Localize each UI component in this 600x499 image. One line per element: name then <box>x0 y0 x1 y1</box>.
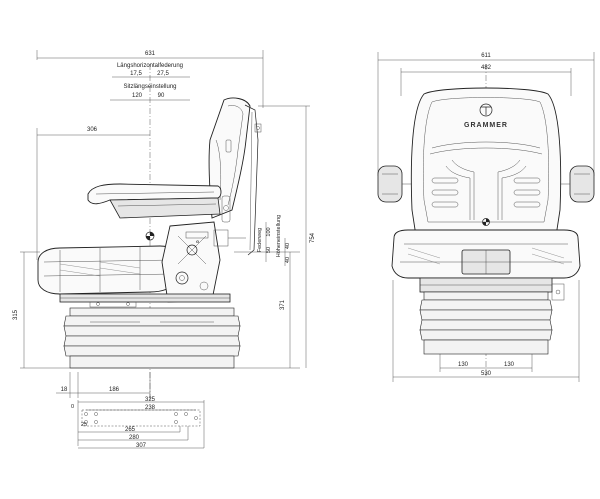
dimension-horizontal-suspension: Längshorizontalfederung 17,5 27,5 <box>112 63 190 78</box>
label-suspension-travel-b: 50 <box>266 247 272 253</box>
backrest-front: GRAMMER <box>410 87 562 237</box>
dimension-half-widths: 130 130 <box>439 354 533 372</box>
label-fore-aft-right: 90 <box>158 93 165 99</box>
dimension-base-width: 530 <box>392 280 580 382</box>
mounting-pattern: 325 238 0 25 265 280 307 <box>71 397 205 449</box>
dimension-overall-width-side: 631 <box>36 50 264 108</box>
label-backrest-width: 482 <box>481 65 492 71</box>
dimension-height-adjustment: Höheneinstellung 40 40 <box>276 215 291 266</box>
backrest-side <box>208 97 262 256</box>
label-bottom-width: 186 <box>109 387 120 393</box>
label-mount-0: 0 <box>71 404 74 410</box>
label-fore-aft-left: 120 <box>132 93 143 99</box>
seat-cushion-side <box>37 245 179 295</box>
label-backrest-offset: 306 <box>87 127 98 133</box>
dimension-seat-height: 371 <box>240 252 300 369</box>
seat-rail-side <box>59 293 231 308</box>
dimension-backrest-offset: 306 <box>36 127 150 260</box>
grammer-logo: GRAMMER <box>464 103 508 129</box>
label-bottom-offset: 18 <box>61 387 68 393</box>
label-mount-325: 325 <box>145 397 156 403</box>
label-base-height: 315 <box>13 309 19 320</box>
label-front-overall-width: 611 <box>481 53 491 59</box>
label-base-width: 530 <box>481 371 492 377</box>
side-view: 631 Längshorizontalfederung 17,5 27,5 Si… <box>13 50 316 400</box>
suspension-mechanism-side: G <box>161 221 246 303</box>
label-height-adjustment-b: 40 <box>285 257 291 263</box>
armrest-side <box>87 183 231 223</box>
label-overall-height: 754 <box>310 232 316 243</box>
svg-text:G: G <box>196 239 200 244</box>
label-horizontal-right: 27,5 <box>157 71 169 77</box>
dimension-overall-height: 754 <box>258 105 316 368</box>
label-horizontal-left: 17,5 <box>130 71 142 77</box>
label-mount-280: 280 <box>129 435 140 441</box>
label-suspension-travel-a: 100 <box>266 227 272 236</box>
dimension-suspension-travel: Federweg 100 50 <box>257 222 272 262</box>
seat-index-point-front <box>482 218 490 226</box>
label-height-adjustment-a: 40 <box>285 243 291 249</box>
label-mount-238: 238 <box>145 405 156 411</box>
armrest-left-front <box>377 165 412 203</box>
label-half-right: 130 <box>504 362 515 368</box>
label-suspension-travel: Federweg <box>257 228 263 252</box>
front-view: 611 482 GRAMMER <box>377 52 595 382</box>
label-mount-265: 265 <box>125 427 136 433</box>
label-height-adjustment: Höheneinstellung <box>276 215 282 258</box>
label-seat-height: 371 <box>280 299 286 310</box>
dimension-bottom-offsets: 18 186 <box>56 372 151 398</box>
suspension-bellows-front <box>419 277 565 355</box>
dimension-base-height: 315 <box>13 252 25 368</box>
seat-cushion-front <box>391 229 581 279</box>
seat-index-point-side <box>145 231 155 241</box>
label-overall-width: 631 <box>145 51 156 57</box>
label-mount-307: 307 <box>136 443 147 449</box>
brand-logo-text: GRAMMER <box>464 122 508 129</box>
suspension-bellows-side <box>63 307 241 369</box>
dimension-overall-width-front: 611 <box>377 52 595 176</box>
label-half-left: 130 <box>458 362 469 368</box>
label-mount-25: 25 <box>81 422 87 428</box>
armrest-right-front <box>560 165 595 203</box>
